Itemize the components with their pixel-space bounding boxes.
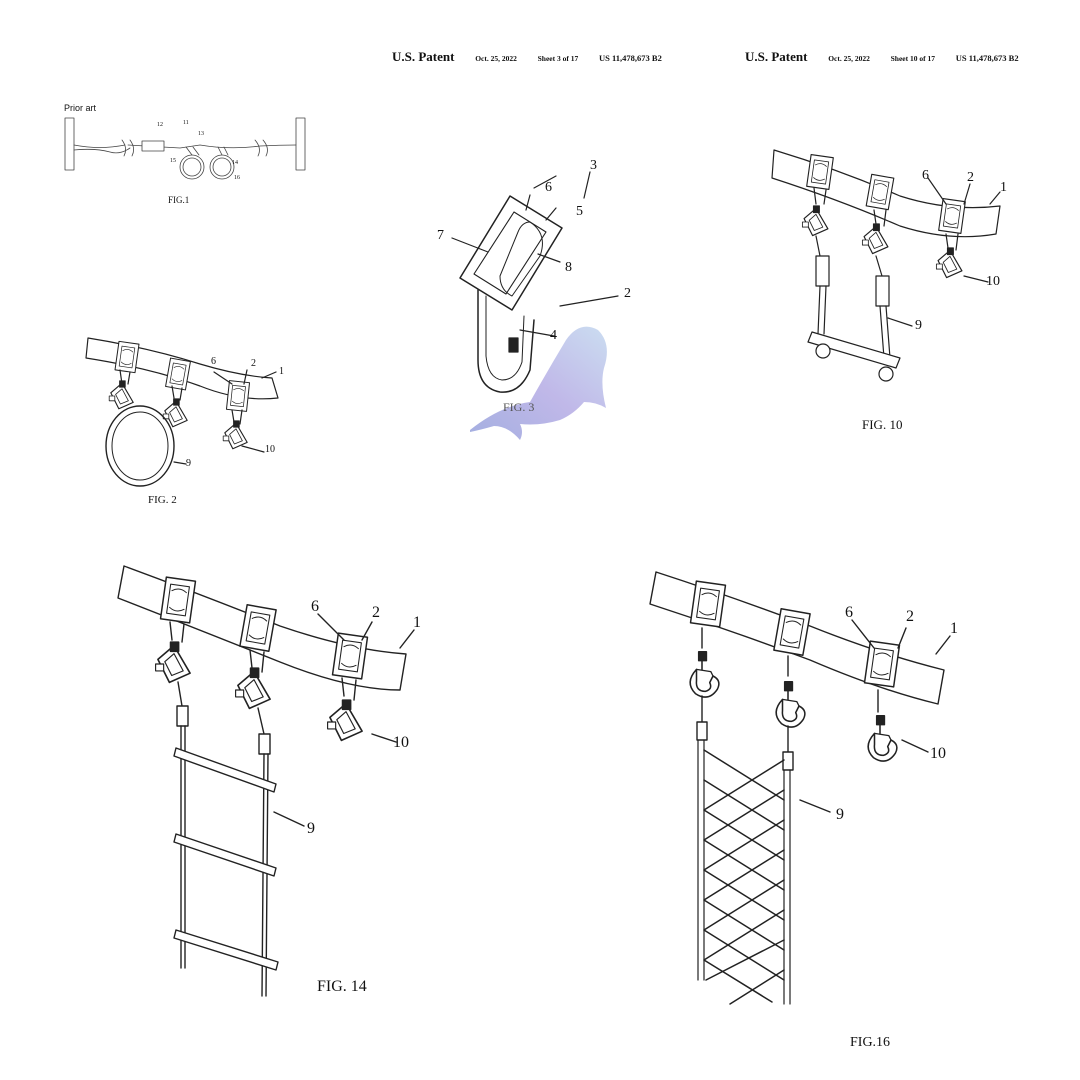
- patent-header-sheet-3: U.S. Patent Oct. 25, 2022 Sheet 3 of 17 …: [392, 49, 680, 65]
- fig16-drawing: [649, 571, 951, 1005]
- fig10-label: 6: [922, 168, 929, 183]
- fig2-caption: FIG. 2: [148, 494, 177, 506]
- fig1-label: 15: [170, 158, 176, 164]
- fig16-label: 9: [836, 806, 844, 823]
- patent-header-sheet-10: U.S. Patent Oct. 25, 2022 Sheet 10 of 17…: [745, 49, 1037, 65]
- fig10-label: 1: [1000, 180, 1007, 195]
- fig3-label: 7: [437, 228, 444, 243]
- fig3-caption: FIG. 3: [503, 400, 535, 414]
- header-sheet: Sheet 3 of 17: [537, 54, 579, 63]
- fig14-label: 9: [307, 820, 315, 837]
- fig2-label: 10: [265, 444, 275, 455]
- fig1-label: 11: [183, 120, 189, 126]
- fig14-label: 2: [372, 604, 380, 621]
- fig14-label: 10: [393, 734, 409, 751]
- fig10-caption: FIG. 10: [862, 417, 903, 432]
- fig2-drawing: [85, 337, 279, 487]
- fig3-label: 2: [624, 286, 631, 301]
- header-date: Oct. 25, 2022: [828, 54, 870, 63]
- fig2-label: 1: [279, 366, 284, 377]
- fig10-label: 2: [967, 170, 974, 185]
- header-date: Oct. 25, 2022: [475, 54, 517, 63]
- fig14-label: 1: [413, 614, 421, 631]
- fig3-label: 8: [565, 260, 572, 275]
- fig16-label: 2: [906, 608, 914, 625]
- walrus-logo: [470, 326, 607, 440]
- fig16-label: 6: [845, 604, 853, 621]
- header-title: U.S. Patent: [392, 49, 455, 64]
- fig3-label: 6: [545, 180, 552, 195]
- fig2-label: 6: [211, 356, 216, 367]
- header-sheet: Sheet 10 of 17: [890, 54, 936, 63]
- fig16-caption: FIG.16: [850, 1035, 891, 1050]
- fig3-label: 3: [590, 158, 597, 173]
- fig1-label: 14: [232, 160, 238, 166]
- fig1-label: 16: [234, 175, 240, 181]
- fig3-label: 5: [576, 204, 583, 219]
- fig14-drawing: [117, 565, 415, 997]
- fig10-drawing: [771, 149, 1001, 382]
- fig16-label: 1: [950, 620, 958, 637]
- fig1-label: 13: [198, 131, 204, 137]
- fig2-label: 9: [186, 458, 191, 469]
- fig10-label: 10: [986, 274, 1000, 289]
- fig2-label: 2: [251, 358, 256, 369]
- fig3-drawing: [451, 171, 619, 393]
- fig1-heading: Prior art: [64, 103, 97, 113]
- fig1-caption: FIG.1: [168, 195, 190, 205]
- header-title: U.S. Patent: [745, 49, 808, 64]
- fig3-label: 4: [550, 328, 557, 343]
- fig10-label: 9: [915, 318, 922, 333]
- fig14-caption: FIG. 14: [317, 978, 367, 995]
- fig14-label: 6: [311, 598, 319, 615]
- header-number: US 11,478,673 B2: [599, 53, 662, 63]
- fig1-label: 12: [157, 122, 163, 128]
- fig16-label: 10: [930, 745, 946, 762]
- header-number: US 11,478,673 B2: [955, 53, 1019, 63]
- fig1-drawing: [64, 117, 306, 180]
